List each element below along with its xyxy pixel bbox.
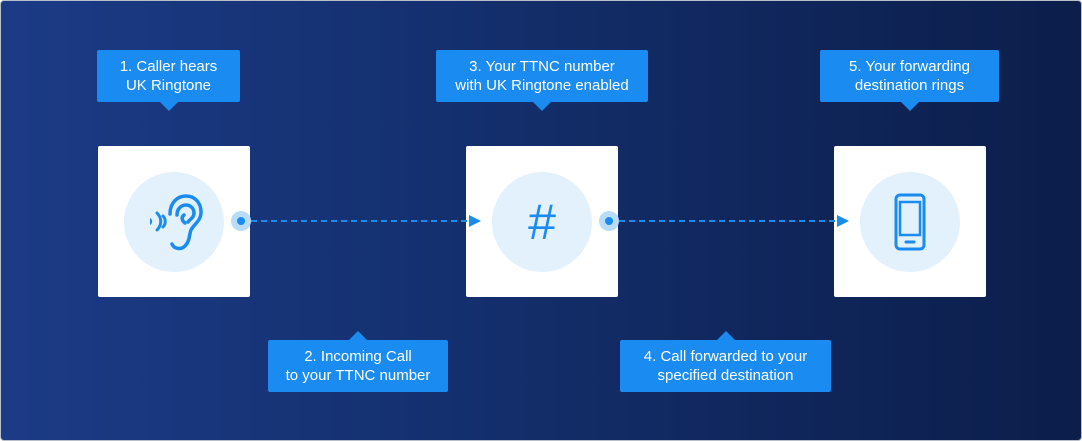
callout-step-2: 2. Incoming Call to your TTNC number xyxy=(268,331,448,392)
card-destination xyxy=(834,146,986,297)
card-caller xyxy=(98,146,250,297)
callout-step-2-line-1: 2. Incoming Call xyxy=(304,348,412,365)
card-ttnc-icon-circle: # xyxy=(492,171,592,272)
callout-step-1: 1. Caller hears UK Ringtone xyxy=(97,50,240,111)
callout-step-3: 3. Your TTNC number with UK Ringtone ena… xyxy=(436,50,648,111)
callout-step-2-line-2: to your TTNC number xyxy=(285,367,431,384)
card-caller-icon-circle xyxy=(124,171,224,272)
hash-icon: # xyxy=(528,193,556,250)
ear-icon xyxy=(150,193,203,250)
callout-step-1-line-2: UK Ringtone xyxy=(125,77,212,94)
connector-1-start-dot xyxy=(231,211,251,231)
connector-2-start-dot xyxy=(599,211,619,231)
callout-step-5: 5. Your forwarding destination rings xyxy=(820,50,999,111)
callout-step-4-line-1: 4. Call forwarded to your xyxy=(643,348,808,365)
callout-step-3-line-2: with UK Ringtone enabled xyxy=(455,77,629,94)
callout-step-5-line-2: destination rings xyxy=(854,77,965,94)
card-ttnc-number: # xyxy=(466,146,618,297)
mobile-phone-icon xyxy=(894,193,926,250)
callout-step-1-line-1: 1. Caller hears xyxy=(119,58,218,75)
callout-step-4-line-2: specified destination xyxy=(657,367,794,384)
card-destination-icon-circle xyxy=(860,171,960,272)
callout-step-4: 4. Call forwarded to your specified dest… xyxy=(620,331,831,392)
connector-1-arrow xyxy=(251,215,481,227)
callout-step-3-line-1: 3. Your TTNC number xyxy=(469,58,615,75)
callout-step-5-line-1: 5. Your forwarding xyxy=(849,58,970,75)
connector-2-arrow xyxy=(619,215,849,227)
